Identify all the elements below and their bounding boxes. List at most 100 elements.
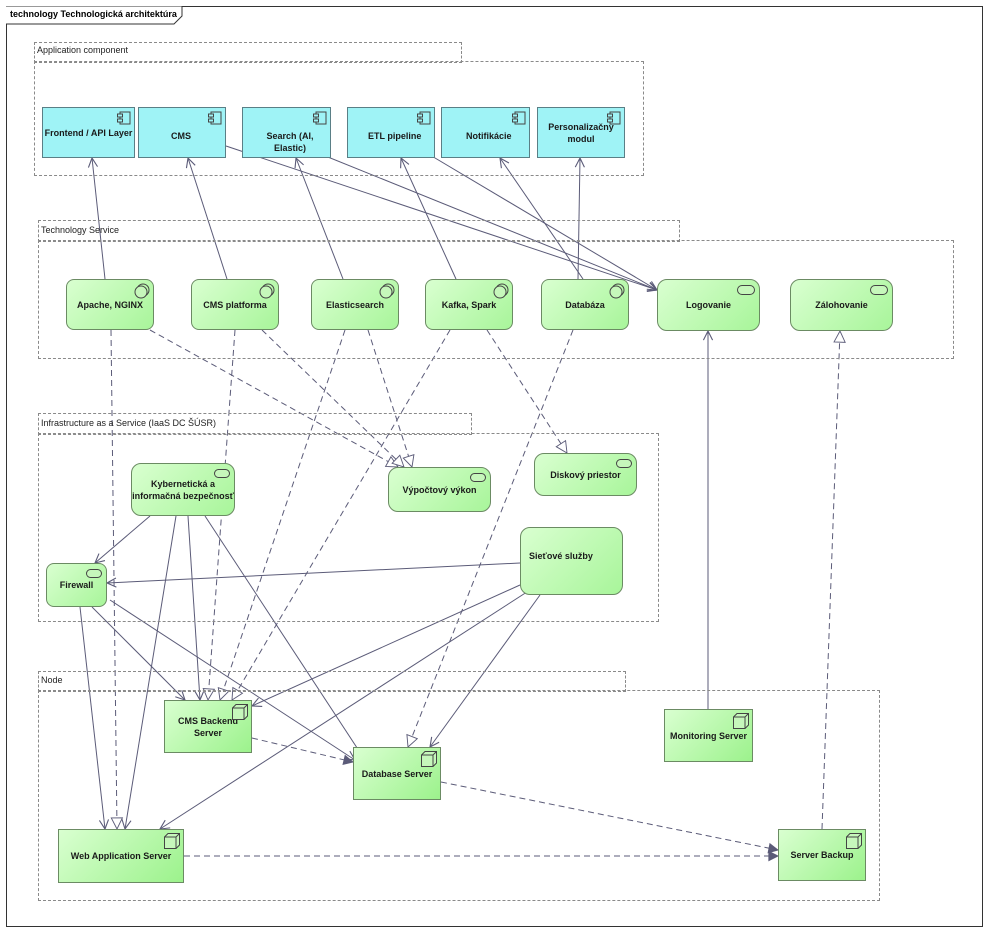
relation-cyber-to-dbserver[interactable] bbox=[204, 515, 365, 760]
service-label: CMS platforma bbox=[203, 299, 267, 310]
relation-kafka-to-disk[interactable] bbox=[486, 329, 567, 453]
relation-network-to-webapp[interactable] bbox=[160, 589, 531, 829]
infra-label: Diskový priestor bbox=[550, 469, 621, 480]
service-apache-nginx[interactable]: Apache, NGINX bbox=[66, 279, 154, 330]
relation-cmsplat-to-cms[interactable] bbox=[188, 158, 228, 280]
relation-cyber-to-firewall[interactable] bbox=[95, 515, 151, 563]
component-icon bbox=[512, 111, 526, 125]
node-server-backup[interactable]: Server Backup bbox=[778, 829, 866, 881]
component-label: ETL pipeline bbox=[368, 131, 422, 141]
relation-firewall-to-webapp[interactable] bbox=[79, 606, 105, 829]
node-label: Monitoring Server bbox=[669, 730, 747, 741]
node-label: Web Application Server bbox=[70, 851, 172, 861]
node-database-server[interactable]: Database Server bbox=[353, 747, 441, 800]
relation-kafka-to-etl[interactable] bbox=[401, 158, 457, 280]
infra-kyberneticka-bezpecnost[interactable]: Kybernetická a informačná bezpečnosť bbox=[131, 463, 235, 516]
component-icon bbox=[208, 111, 222, 125]
relation-dbserver-to-srvbackup[interactable] bbox=[440, 781, 778, 850]
service-elasticsearch[interactable]: Elasticsearch bbox=[311, 279, 399, 330]
node-monitoring-server[interactable]: Monitoring Server bbox=[664, 709, 753, 762]
infra-label: Kybernetická a informačná bezpečnosť bbox=[132, 478, 234, 501]
relation-elastic-to-cmsback[interactable] bbox=[220, 329, 346, 700]
relation-elastic-to-search[interactable] bbox=[296, 158, 344, 280]
service-databaza[interactable]: Databáza bbox=[541, 279, 629, 330]
component-label: Search (AI, Elastic) bbox=[266, 131, 314, 153]
group-iaas bbox=[38, 433, 659, 622]
infra-label: Sieťové služby bbox=[529, 551, 593, 561]
group-iaas-tab bbox=[38, 413, 472, 435]
relation-db-to-dbserver[interactable] bbox=[408, 329, 574, 747]
relation-cyber-to-cmsback[interactable] bbox=[187, 515, 200, 700]
relation-etl-to-log[interactable] bbox=[429, 154, 657, 290]
relation-srvbackup-to-backup[interactable] bbox=[821, 331, 840, 830]
service-kafka-spark[interactable]: Kafka, Spark bbox=[425, 279, 513, 330]
service-logovanie[interactable]: Logovanie bbox=[657, 279, 760, 331]
service-icon bbox=[616, 459, 632, 468]
system-software-icon bbox=[493, 283, 509, 299]
component-personalizacny-modul[interactable]: Personalizačný modul bbox=[537, 107, 625, 158]
infra-label: Výpočtový výkon bbox=[402, 484, 477, 495]
component-icon bbox=[607, 111, 621, 125]
component-cms[interactable]: CMS bbox=[138, 107, 226, 158]
node-web-application-server[interactable]: Web Application Server bbox=[58, 829, 184, 883]
infra-sietove-sluzby[interactable]: Sieťové služby bbox=[520, 527, 623, 595]
relation-elastic-to-compute[interactable] bbox=[367, 329, 412, 467]
relation-apache-to-frontend[interactable] bbox=[92, 158, 106, 280]
component-icon bbox=[417, 111, 431, 125]
service-cms-platforma[interactable]: CMS platforma bbox=[191, 279, 279, 330]
group-technology-service bbox=[38, 240, 954, 359]
system-software-icon bbox=[609, 283, 625, 299]
group-iaas-label: Infrastructure as a Service (IaaS DC ŠÚS… bbox=[41, 418, 217, 428]
component-frontend-api-layer[interactable]: Frontend / API Layer bbox=[42, 107, 135, 158]
component-etl-pipeline[interactable]: ETL pipeline bbox=[347, 107, 435, 158]
infra-label: Firewall bbox=[59, 580, 94, 590]
relation-cmsplat-to-compute[interactable] bbox=[261, 329, 404, 467]
relation-cmsback-to-dbserver[interactable] bbox=[251, 737, 353, 762]
diagram-frame bbox=[6, 6, 983, 927]
relation-apache-to-compute[interactable] bbox=[149, 329, 398, 467]
component-label: Notifikácie bbox=[466, 131, 512, 141]
node-icon bbox=[232, 704, 248, 720]
service-label: Kafka, Spark bbox=[441, 299, 497, 310]
group-technology-service-tab bbox=[38, 220, 680, 242]
component-label: Personalizačný modul bbox=[548, 121, 614, 144]
group-node-label: Node bbox=[41, 675, 63, 685]
relation-kafka-to-cmsback[interactable] bbox=[232, 329, 451, 700]
node-icon bbox=[733, 713, 749, 729]
relation-network-to-firewall[interactable] bbox=[107, 562, 521, 583]
component-label: Frontend / API Layer bbox=[44, 127, 133, 138]
group-application-component bbox=[34, 61, 644, 176]
node-label: Database Server bbox=[361, 768, 433, 779]
service-icon bbox=[86, 569, 102, 578]
relation-cms-to-log[interactable] bbox=[225, 145, 657, 290]
relation-firewall-to-dbserver[interactable] bbox=[109, 599, 355, 760]
node-icon bbox=[846, 833, 862, 849]
node-label: Server Backup bbox=[790, 850, 854, 860]
service-label: Zálohovanie bbox=[815, 300, 868, 310]
diagram-title-tab bbox=[6, 6, 183, 25]
service-icon bbox=[214, 469, 230, 478]
diagram-title: technology Technologická architektúra bbox=[10, 9, 177, 19]
group-application-component-label: Application component bbox=[37, 45, 129, 55]
component-notifikacie[interactable]: Notifikácie bbox=[441, 107, 530, 158]
service-zalohovanie[interactable]: Zálohovanie bbox=[790, 279, 893, 331]
node-label: CMS Backend Server bbox=[177, 715, 239, 738]
infra-firewall[interactable]: Firewall bbox=[46, 563, 107, 607]
relation-network-to-cmsback[interactable] bbox=[252, 584, 521, 706]
component-icon bbox=[117, 111, 131, 125]
service-label: Apache, NGINX bbox=[76, 299, 143, 310]
component-search[interactable]: Search (AI, Elastic) bbox=[242, 107, 331, 158]
component-icon bbox=[313, 111, 327, 125]
group-node bbox=[38, 690, 880, 901]
infra-vypoctovy-vykon[interactable]: Výpočtový výkon bbox=[388, 467, 491, 512]
relation-db-to-personal[interactable] bbox=[578, 158, 580, 280]
relation-cyber-to-webapp[interactable] bbox=[125, 515, 177, 829]
relation-db-to-notif[interactable] bbox=[500, 158, 584, 280]
service-label: Databáza bbox=[565, 299, 605, 310]
infra-diskovy-priestor[interactable]: Diskový priestor bbox=[534, 453, 637, 496]
relation-firewall-to-cmsback[interactable] bbox=[91, 606, 185, 700]
node-cms-backend-server[interactable]: CMS Backend Server bbox=[164, 700, 252, 753]
service-icon bbox=[870, 285, 888, 295]
